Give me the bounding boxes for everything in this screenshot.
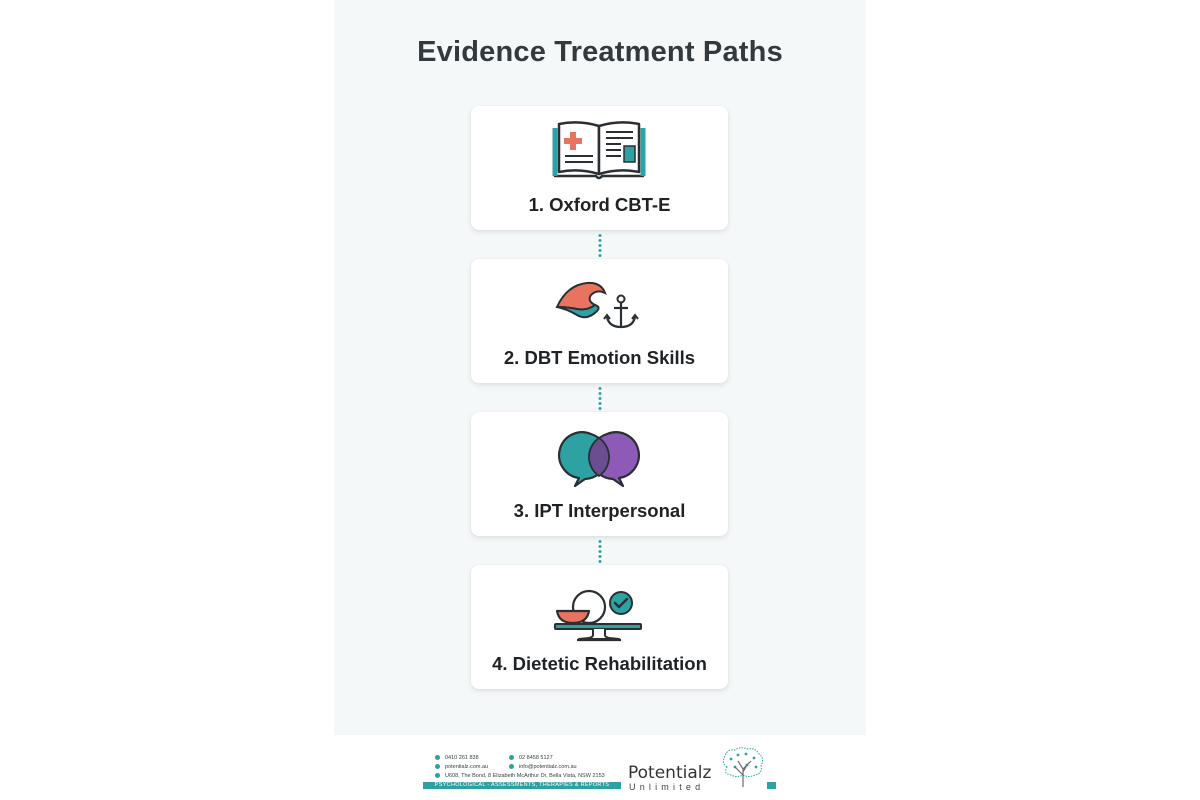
path-label: 1. Oxford CBT-E (528, 194, 671, 215)
mail-icon (509, 764, 514, 770)
contact-address: U608, The Bond, 8 Elizabeth McArthur Dr,… (435, 773, 605, 780)
path-label: 3. IPT Interpersonal (513, 500, 686, 521)
path-card-ipt: 3. IPT Interpersonal (471, 412, 728, 536)
contact-phone: 0410 261 838 (435, 755, 479, 762)
contact-website: potentialz.com.au (435, 764, 488, 771)
brand-name: Potentialz (628, 763, 712, 783)
dotted-connector (598, 386, 602, 412)
path-label: 4. Dietetic Rehabilitation (492, 653, 707, 674)
globe-icon (435, 764, 440, 770)
contact-fax: 02 8458 5127 (509, 755, 553, 762)
brand-subtitle: Unlimited (629, 782, 705, 792)
infographic-poster: Evidence Treatment Paths 1. Oxford CBT-E (334, 0, 866, 735)
path-card-dietetic: 4. Dietetic Rehabilitation (471, 565, 728, 689)
path-card-cbt-e: 1. Oxford CBT-E (471, 106, 728, 230)
dotted-connector (598, 539, 602, 565)
contact-email: info@potentialz.com.au (509, 764, 577, 771)
path-card-dbt: 2. DBT Emotion Skills (471, 259, 728, 383)
speech-bubbles-icon (558, 431, 640, 488)
logo-accent-square (767, 782, 776, 789)
path-label: 2. DBT Emotion Skills (503, 347, 696, 368)
location-pin-icon (435, 773, 440, 779)
dotted-connector (598, 233, 602, 259)
open-book-medical-icon (552, 121, 646, 180)
phone-icon (435, 755, 440, 761)
balanced-plate-icon (554, 589, 642, 642)
poster-title: Evidence Treatment Paths (417, 36, 783, 68)
footer: 0410 261 838 potentialz.com.au U608, The… (423, 745, 777, 793)
tagline-bar: PSYCHOLOGICAL - ASSESSMENTS, THERAPIES &… (423, 782, 621, 789)
fax-icon (509, 755, 514, 761)
wave-anchor-icon (555, 281, 639, 329)
brain-tree-logo-icon (722, 747, 764, 787)
